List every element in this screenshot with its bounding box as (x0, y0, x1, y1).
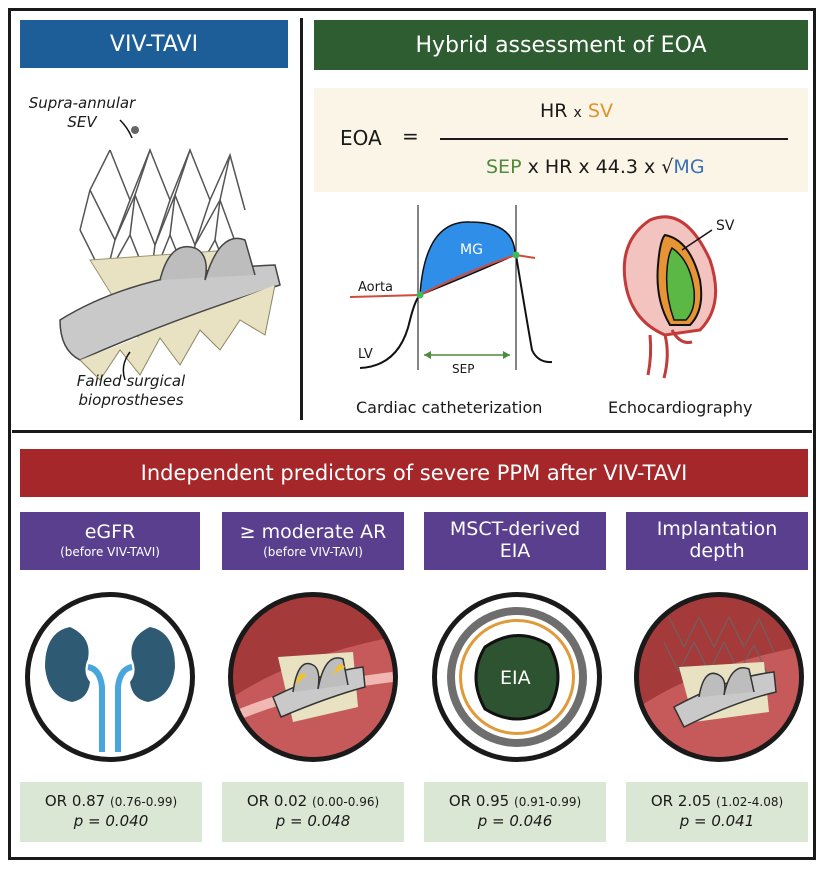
aortic-valve-open-point (416, 291, 424, 299)
p-value: p = 0.046 (477, 811, 553, 830)
num-x: x (573, 105, 582, 121)
fraction-line (440, 138, 788, 140)
aorta-curve (349, 253, 536, 298)
p-value: p = 0.048 (275, 811, 351, 830)
num-sv: SV (587, 100, 613, 122)
predictor-title-text: eGFR (84, 521, 136, 544)
predictor-title-depth: Implantation depth (626, 512, 808, 570)
predictor-title-eia: MSCT-derived EIA (424, 512, 606, 570)
lv-label: LV (358, 347, 373, 362)
mg-area (419, 221, 516, 297)
formula-denominator: SEP x HR x 44.3 x √MG (486, 156, 705, 178)
den-mg: MG (673, 156, 705, 178)
or-ci: (0.91-0.99) (514, 795, 582, 809)
sep-label: SEP (452, 362, 475, 376)
num-hr: HR (540, 100, 568, 122)
eia-circle (432, 592, 602, 762)
figure-frame (8, 8, 816, 860)
echo-caption: Echocardiography (608, 398, 753, 417)
or-line: OR 2.05 (1.02-4.08) (626, 792, 808, 812)
den-rest: x HR x 44.3 x √ (527, 156, 674, 178)
predictor-title-ar: ≥ moderate AR (before VIV-TAVI) (222, 512, 404, 570)
or-line: OR 0.95 (0.91-0.99) (424, 792, 606, 812)
horizontal-divider (12, 430, 812, 433)
kidney-circle (25, 592, 195, 762)
lv-curve-end (515, 254, 553, 364)
or-box-egfr: OR 0.87 (0.76-0.99) p = 0.040 (20, 782, 202, 842)
pressure-curve-diagram (349, 205, 553, 370)
or-ci: (0.00-0.96) (312, 795, 380, 809)
or-ci: (1.02-4.08) (716, 795, 784, 809)
viv-tavi-header: VIV-TAVI (20, 20, 288, 68)
aorta-label: Aorta (358, 280, 394, 295)
or-ci: (0.76-0.99) (110, 795, 178, 809)
aortic-root (646, 329, 693, 379)
predictor-subtitle-text: (before VIV-TAVI) (60, 545, 160, 560)
hybrid-assessment-header: Hybrid assessment of EOA (314, 20, 808, 70)
lv-curve (359, 294, 421, 369)
formula-lhs: EOA (340, 126, 382, 150)
eia-label: EIA (500, 667, 531, 689)
predictor-title-text: MSCT-derived EIA (449, 518, 581, 562)
formula-numerator: HR x SV (540, 100, 613, 122)
mg-label: MG (460, 242, 483, 258)
or-value: OR 2.05 (650, 792, 712, 810)
sev-arrow (119, 119, 133, 139)
or-value: OR 0.02 (246, 792, 308, 810)
or-line: OR 0.02 (0.00-0.96) (222, 792, 404, 812)
or-box-ar: OR 0.02 (0.00-0.96) p = 0.048 (222, 782, 404, 842)
viv-tavi-header-text: VIV-TAVI (109, 31, 199, 57)
vertical-divider (300, 18, 303, 420)
sv-label: SV (716, 218, 735, 234)
sep-arrow-head-left (424, 351, 431, 359)
or-box-depth: OR 2.05 (1.02-4.08) p = 0.041 (626, 782, 808, 842)
p-value: p = 0.041 (679, 811, 755, 830)
valve-ar-icon (233, 637, 393, 757)
valve-depth-icon (639, 615, 799, 757)
formula-equals: = (402, 124, 419, 148)
cath-caption: Cardiac catheterization (356, 398, 543, 417)
valve-in-valve-illustration (59, 119, 281, 381)
predictors-header-text: Independent predictors of severe PPM aft… (140, 461, 688, 485)
predictor-title-text: ≥ moderate AR (239, 521, 387, 544)
kidney-icon (45, 627, 175, 752)
sep-arrow-head-right (503, 351, 510, 359)
den-sep: SEP (486, 156, 522, 178)
eia-rings-icon (447, 607, 587, 747)
echocardiography-heart (622, 215, 718, 379)
bioprosthesis-skirt (79, 284, 276, 381)
sev-label: Supra-annular SEV (28, 94, 136, 131)
lv-cavity-green (665, 246, 696, 321)
or-box-eia: OR 0.95 (0.91-0.99) p = 0.046 (424, 782, 606, 842)
aortic-regurgitation-circle (228, 592, 398, 762)
or-value: OR 0.95 (448, 792, 510, 810)
hybrid-assessment-header-text: Hybrid assessment of EOA (415, 32, 707, 58)
predictor-title-text: Implantation depth (656, 518, 778, 562)
predictors-header: Independent predictors of severe PPM aft… (20, 449, 808, 497)
or-value: OR 0.87 (44, 792, 106, 810)
predictor-subtitle-text: (before VIV-TAVI) (263, 545, 363, 560)
failed-arrow (122, 351, 131, 381)
predictor-title-egfr: eGFR (before VIV-TAVI) (20, 512, 200, 570)
surgical-bioprosthesis (59, 264, 281, 361)
p-value: p = 0.040 (73, 811, 149, 830)
bioprosthesis-posts (159, 237, 256, 281)
formula-box (314, 88, 808, 192)
sv-pointer (681, 229, 713, 251)
aortic-valve-close-point (512, 251, 520, 259)
or-line: OR 0.87 (0.76-0.99) (20, 792, 202, 812)
stent-marker (131, 126, 139, 134)
failed-bioprosthesis-label: Failed surgical bioprostheses (76, 372, 186, 409)
implantation-depth-circle (634, 592, 804, 762)
